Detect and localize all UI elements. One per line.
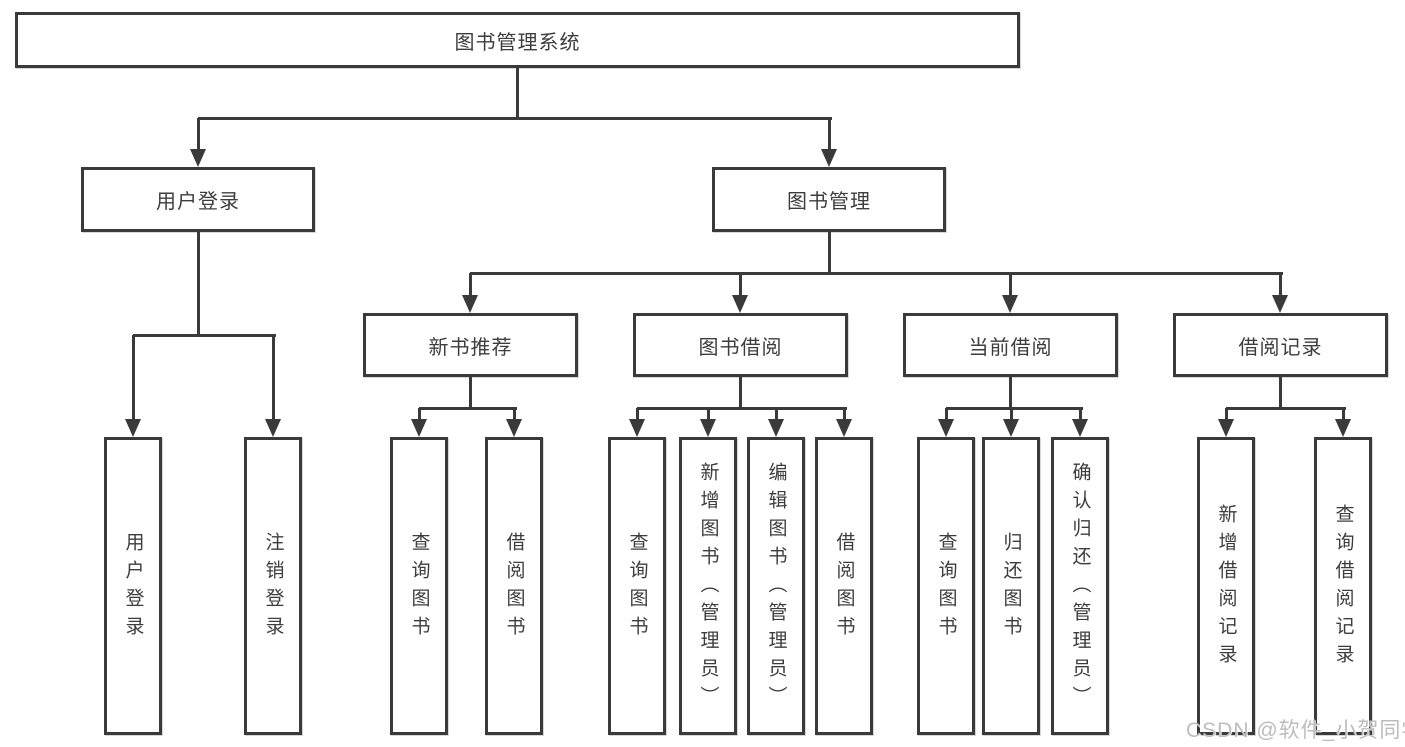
leaf-user-login: 用户登录	[104, 437, 162, 735]
connector-line	[198, 116, 832, 120]
arrowhead-icon	[1218, 419, 1234, 437]
connector-line	[512, 408, 516, 421]
connector-line	[635, 408, 639, 421]
arrowhead-icon	[411, 419, 427, 437]
arrowhead-icon	[700, 419, 716, 437]
arrowhead-icon	[1335, 419, 1351, 437]
arrowhead-icon	[1272, 295, 1288, 313]
arrowhead-icon	[506, 419, 522, 437]
leaf-borrow-books-borrow: 借阅图书	[815, 437, 873, 735]
connector-line	[1226, 406, 1346, 410]
connector-line	[419, 406, 517, 410]
arrowhead-icon	[1003, 419, 1019, 437]
arrowhead-icon	[836, 419, 852, 437]
node-new-book-recommendation: 新书推荐	[363, 313, 578, 377]
connector-line	[738, 273, 742, 297]
connector-line	[131, 335, 135, 421]
leaf-query-books-current: 查询图书	[917, 437, 975, 735]
connector-line	[946, 406, 1083, 410]
leaf-query-books-recommend: 查询图书	[390, 437, 448, 735]
connector-line	[842, 408, 846, 421]
node-current-borrowing: 当前借阅	[903, 313, 1118, 377]
leaf-add-book-admin: 新增图书（管理员）	[679, 437, 737, 735]
leaf-confirm-return-admin: 确认归还（管理员）	[1051, 437, 1109, 735]
arrowhead-icon	[821, 149, 837, 167]
connector-line	[1009, 408, 1013, 421]
arrowhead-icon	[938, 419, 954, 437]
watermark: CSDN @软件_小贺同学	[1186, 719, 1405, 742]
connector-line	[133, 333, 276, 337]
node-book-borrowing: 图书借阅	[633, 313, 848, 377]
connector-line	[637, 406, 847, 410]
connector-line	[196, 118, 200, 151]
arrowhead-icon	[462, 295, 478, 313]
connector-line	[417, 408, 421, 421]
arrowhead-icon	[629, 419, 645, 437]
arrowhead-icon	[125, 419, 141, 437]
connector-line	[515, 68, 519, 118]
arrowhead-icon	[1002, 295, 1018, 313]
connector-line	[1278, 377, 1282, 408]
leaf-query-books-borrow: 查询图书	[608, 437, 666, 735]
arrowhead-icon	[732, 295, 748, 313]
connector-line	[944, 408, 948, 421]
node-root: 图书管理系统	[15, 12, 1020, 68]
node-borrowing-records: 借阅记录	[1173, 313, 1388, 377]
connector-line	[1008, 377, 1012, 408]
connector-line	[468, 377, 472, 408]
leaf-query-borrow-record: 查询借阅记录	[1314, 437, 1372, 735]
connector-line	[1008, 273, 1012, 297]
arrowhead-icon	[1072, 419, 1088, 437]
leaf-add-borrow-record: 新增借阅记录	[1197, 437, 1255, 735]
leaf-return-book: 归还图书	[982, 437, 1040, 735]
connector-line	[468, 273, 472, 297]
connector-line	[827, 232, 831, 273]
arrowhead-icon	[265, 419, 281, 437]
node-user-login: 用户登录	[81, 167, 315, 232]
connector-line	[1224, 408, 1228, 421]
connector-line	[1341, 408, 1345, 421]
arrowhead-icon	[768, 419, 784, 437]
connector-line	[1078, 408, 1082, 421]
leaf-edit-book-admin: 编辑图书（管理员）	[747, 437, 805, 735]
connector-line	[1278, 273, 1282, 297]
connector-line	[196, 232, 200, 335]
connector-line	[738, 377, 742, 408]
connector-line	[271, 335, 275, 421]
leaf-logout-login: 注销登录	[244, 437, 302, 735]
leaf-borrow-books-recommend: 借阅图书	[485, 437, 543, 735]
connector-line	[706, 408, 710, 421]
arrowhead-icon	[190, 149, 206, 167]
connector-line	[827, 118, 831, 151]
connector-line	[470, 271, 1283, 275]
node-book-management: 图书管理	[712, 167, 946, 232]
connector-line	[774, 408, 778, 421]
